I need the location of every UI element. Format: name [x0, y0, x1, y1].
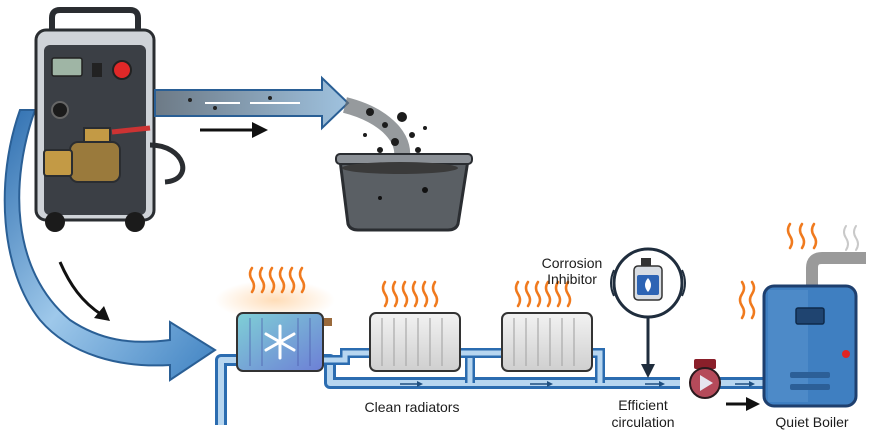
heat-waves-icon — [248, 222, 818, 320]
efficient-circulation-label-1: Efficient — [618, 397, 668, 413]
cold-radiator — [215, 280, 335, 372]
flush-flow-arrow — [3, 109, 217, 382]
direction-arrow — [58, 261, 103, 317]
pipework — [215, 348, 768, 425]
sludge-particles — [363, 108, 427, 153]
sludge-bucket-icon — [335, 153, 473, 232]
boiler-icon — [762, 252, 866, 408]
quiet-boiler-label: Quiet Boiler — [775, 414, 848, 430]
snowflake-icon — [264, 324, 296, 360]
inhibitor-bottle-icon — [610, 247, 686, 319]
pump-icon — [689, 359, 721, 399]
clean-radiators-label: Clean radiators — [365, 399, 460, 415]
efficient-circulation-label-2: circulation — [611, 414, 674, 430]
flushing-machine-icon — [34, 7, 186, 232]
corrosion-inhibitor-label-1: Corrosion — [542, 255, 603, 271]
corrosion-inhibitor-label-2: Inhibitor — [547, 271, 597, 287]
radiator-3 — [501, 312, 593, 372]
radiator-2 — [369, 312, 461, 372]
